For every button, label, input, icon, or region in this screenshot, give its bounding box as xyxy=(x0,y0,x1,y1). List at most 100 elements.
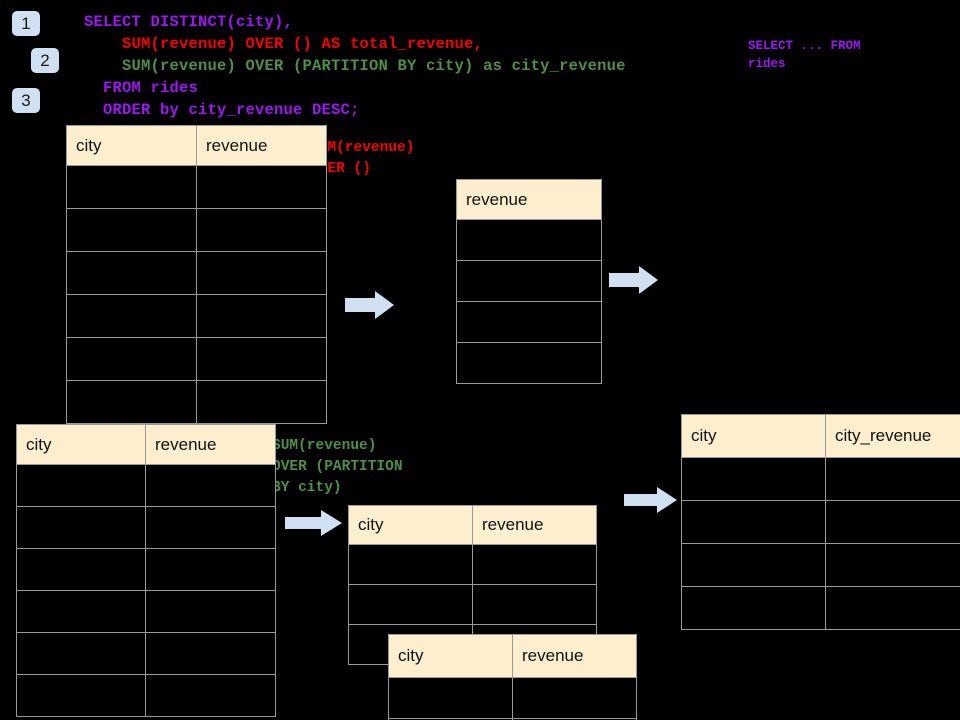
cell-city xyxy=(681,586,826,630)
column-header-revenue: revenue xyxy=(196,125,327,166)
table-row xyxy=(66,251,327,295)
cell-revenue xyxy=(196,337,327,381)
table-row xyxy=(16,674,276,717)
column-header-city: city xyxy=(681,414,826,458)
cell-revenue xyxy=(196,165,327,209)
cell-revenue xyxy=(145,548,276,591)
table-row xyxy=(66,380,327,424)
column-header-revenue: revenue xyxy=(512,634,637,678)
arrow-partition-to-result xyxy=(624,485,678,520)
table-row xyxy=(456,342,602,384)
cell-city xyxy=(16,674,146,717)
partition-group-table-back: city revenue xyxy=(348,505,597,665)
table-header-row: city city_revenue xyxy=(681,414,960,458)
cell-revenue xyxy=(512,677,637,719)
arrow-source-to-total xyxy=(345,290,395,325)
table-row xyxy=(16,548,276,591)
cell-city xyxy=(681,457,826,501)
sql-line-city-revenue: SUM(revenue) OVER (PARTITION BY city) as… xyxy=(84,57,626,75)
cell-revenue xyxy=(456,342,602,384)
cell-city-revenue xyxy=(825,500,960,544)
table-row xyxy=(348,544,597,585)
cell-city xyxy=(388,677,513,719)
cell-revenue xyxy=(196,208,327,252)
cell-revenue xyxy=(145,464,276,507)
table-row xyxy=(388,677,637,719)
cell-city xyxy=(16,506,146,549)
cell-city xyxy=(348,584,473,625)
rides-source-table: city revenue xyxy=(66,125,327,424)
table-row xyxy=(66,337,327,381)
column-header-revenue: revenue xyxy=(472,505,597,545)
cell-revenue xyxy=(145,632,276,675)
cell-city xyxy=(16,632,146,675)
table-row xyxy=(66,294,327,338)
step-badge-3: 3 xyxy=(12,88,40,113)
column-header-city: city xyxy=(388,634,513,678)
table-row xyxy=(16,632,276,675)
table-row xyxy=(681,543,960,587)
cell-revenue xyxy=(196,294,327,338)
cell-city xyxy=(16,590,146,633)
cell-city xyxy=(66,208,197,252)
cell-city xyxy=(66,251,197,295)
arrow-total-to-result xyxy=(609,265,659,300)
table-header-row: revenue xyxy=(456,179,602,220)
sql-line-select: SELECT DISTINCT(city), xyxy=(84,13,294,31)
column-header-revenue: revenue xyxy=(456,179,602,220)
column-header-city-revenue: city_revenue xyxy=(825,414,960,458)
rides-source-table-partitioned: city revenue xyxy=(16,424,276,717)
table-row xyxy=(681,457,960,501)
table-row xyxy=(348,584,597,625)
column-header-city: city xyxy=(16,424,146,465)
table-header-row: city revenue xyxy=(16,424,276,465)
partition-group-table-front: city revenue xyxy=(388,634,637,720)
cell-revenue xyxy=(472,544,597,585)
table-row xyxy=(16,590,276,633)
cell-revenue xyxy=(456,260,602,302)
cell-city xyxy=(66,380,197,424)
cell-revenue xyxy=(472,584,597,625)
cell-city xyxy=(16,464,146,507)
column-header-revenue: revenue xyxy=(145,424,276,465)
table-row xyxy=(66,165,327,209)
table-row xyxy=(388,718,637,720)
annotation-select-from-rides: SELECT ... FROM rides xyxy=(748,39,861,71)
cell-city-revenue xyxy=(825,457,960,501)
table-row xyxy=(16,506,276,549)
arrow-source-to-partition xyxy=(285,508,343,543)
cell-city xyxy=(681,543,826,587)
table-header-row: city revenue xyxy=(388,634,637,678)
annotation-sum-over-partition: SUM(revenue) OVER (PARTITION BY city) xyxy=(272,438,403,496)
city-revenue-result-table: city city_revenue xyxy=(681,414,960,630)
table-header-row: city revenue xyxy=(348,505,597,545)
step-badge-1: 1 xyxy=(12,11,40,36)
cell-revenue xyxy=(512,718,637,720)
cell-city xyxy=(16,548,146,591)
total-revenue-table: revenue xyxy=(456,179,602,384)
sql-line-from: FROM rides xyxy=(84,79,199,97)
table-row xyxy=(681,500,960,544)
column-header-city: city xyxy=(348,505,473,545)
cell-city-revenue xyxy=(825,543,960,587)
cell-revenue xyxy=(145,674,276,717)
table-row xyxy=(456,260,602,302)
column-header-city: city xyxy=(66,125,197,166)
cell-city-revenue xyxy=(825,586,960,630)
sql-line-order-by: ORDER by city_revenue DESC; xyxy=(84,101,360,119)
cell-revenue xyxy=(456,219,602,261)
cell-city xyxy=(66,337,197,381)
cell-city xyxy=(681,500,826,544)
cell-revenue xyxy=(456,301,602,343)
cell-city xyxy=(66,165,197,209)
cell-revenue xyxy=(145,506,276,549)
table-header-row: city revenue xyxy=(66,125,327,166)
step-badge-2: 2 xyxy=(31,48,59,73)
cell-revenue xyxy=(196,251,327,295)
table-row xyxy=(456,219,602,261)
cell-city xyxy=(348,544,473,585)
cell-revenue xyxy=(196,380,327,424)
table-row xyxy=(681,586,960,630)
sql-line-total-revenue: SUM(revenue) OVER () AS total_revenue, xyxy=(84,35,484,53)
